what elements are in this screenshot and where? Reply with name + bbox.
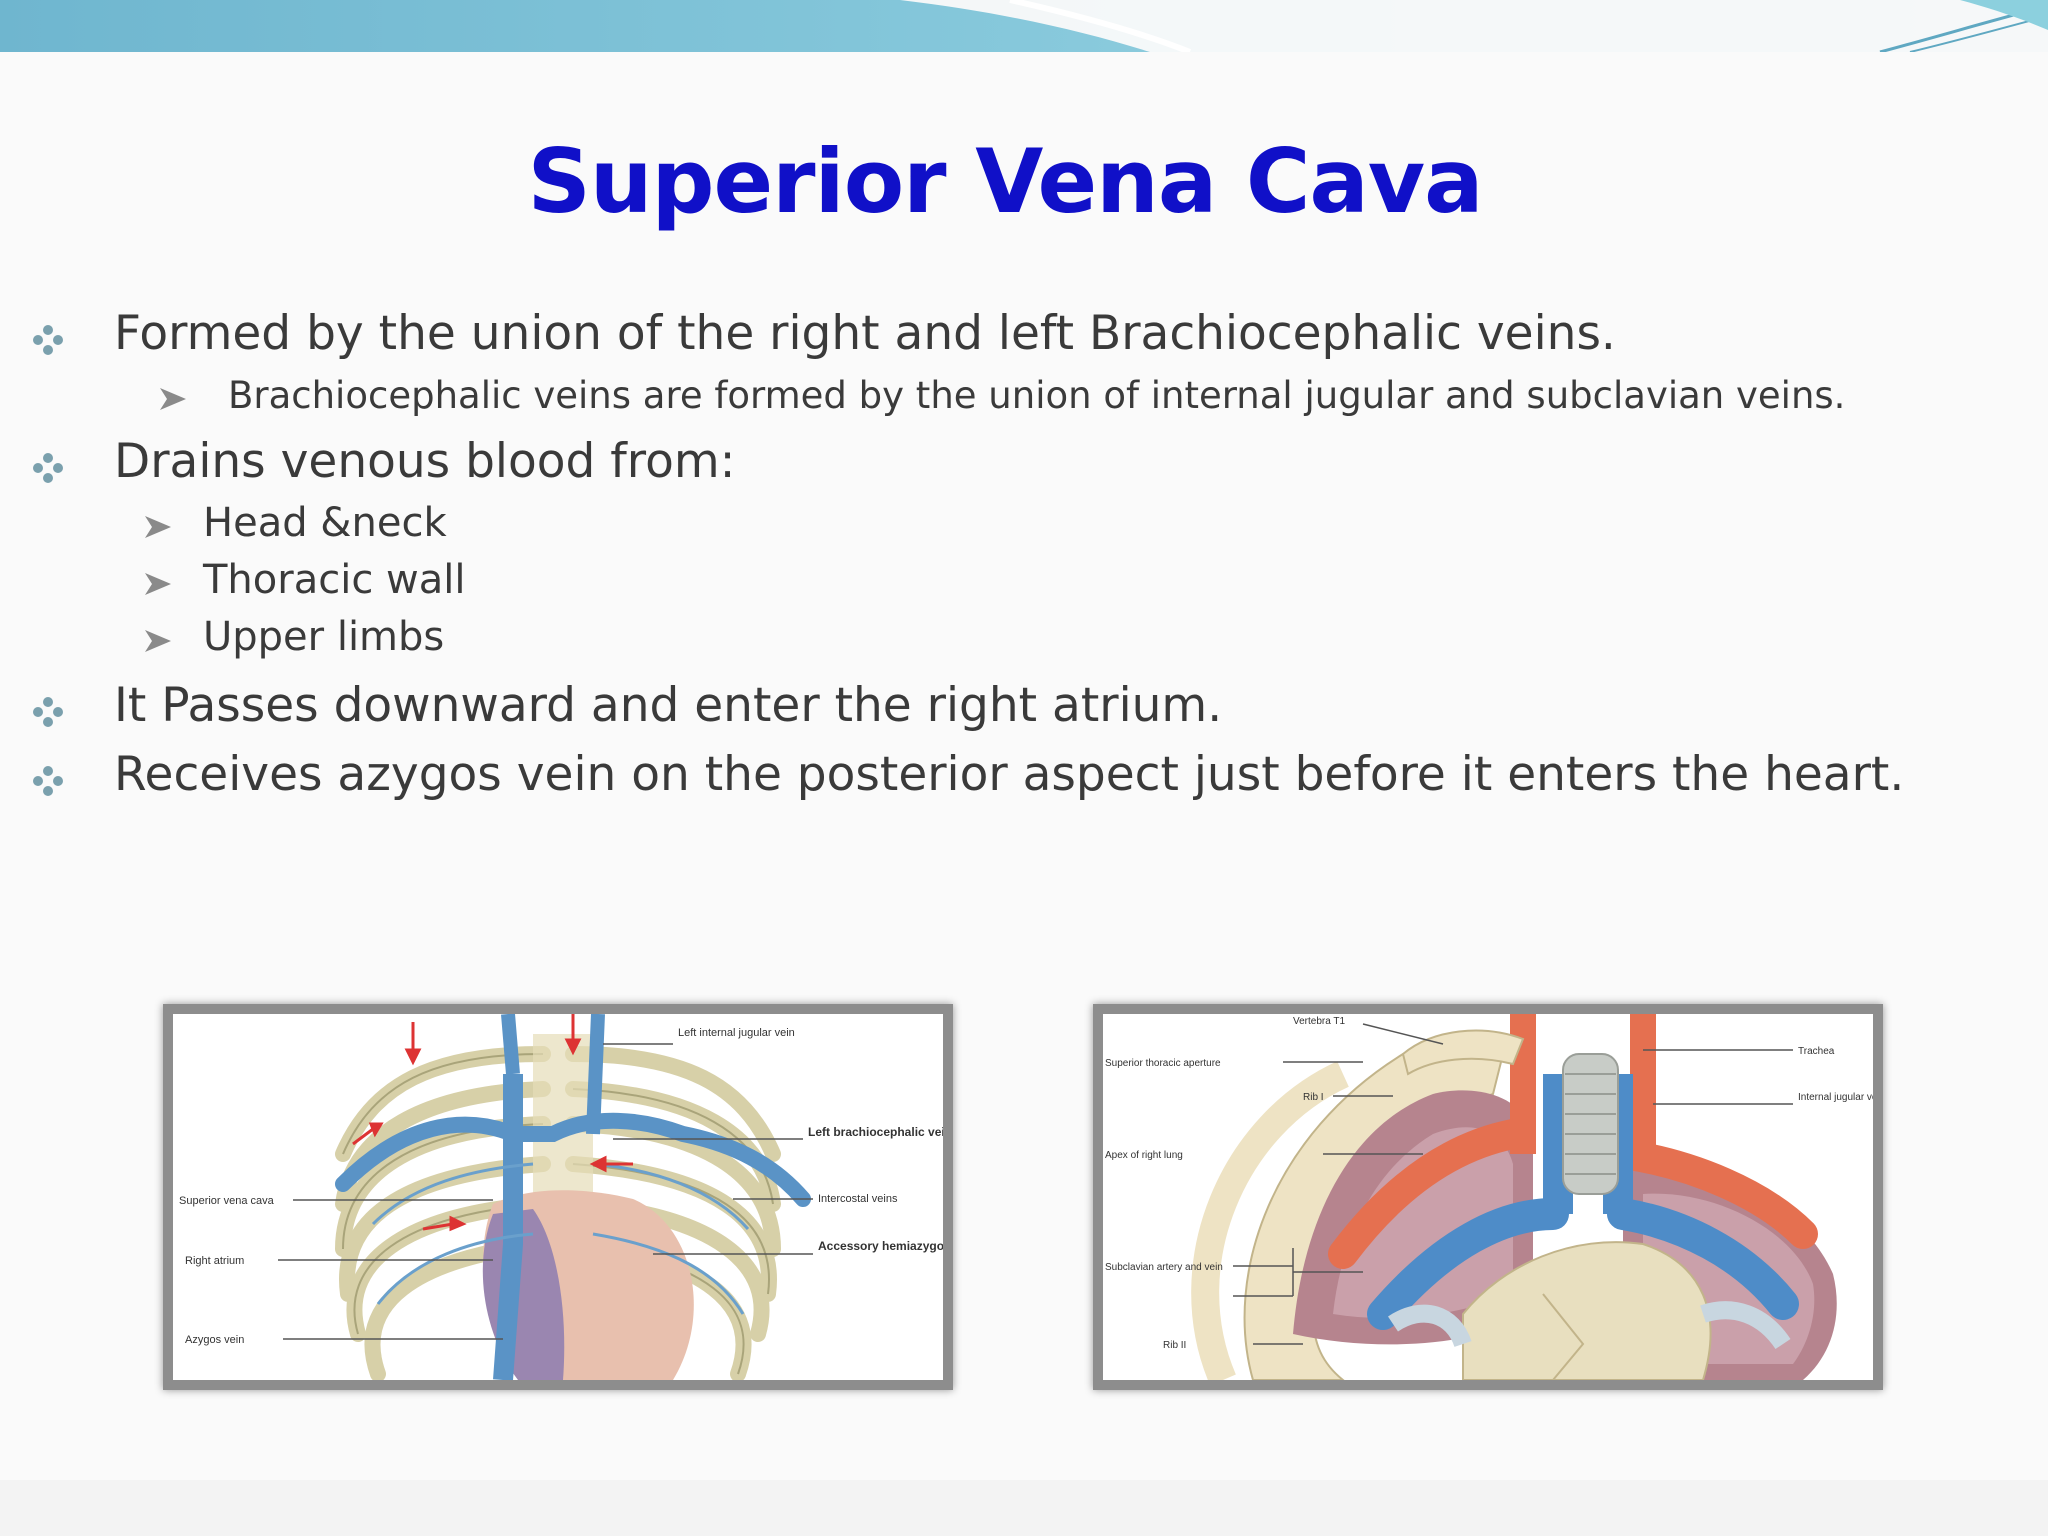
- fig2-label-subclavian: Subclavian artery and vein: [1105, 1262, 1223, 1273]
- bullet-text: Upper limbs: [203, 614, 445, 660]
- rib-ii: [1191, 1061, 1350, 1380]
- fig1-label-accessory-hemiazygos: Accessory hemiazygos vein: [818, 1239, 943, 1253]
- arrow-bullet-icon: [145, 516, 171, 538]
- fig2-label-trachea: Trachea: [1798, 1046, 1835, 1057]
- fig1-label-intercostal: Intercostal veins: [818, 1193, 898, 1205]
- bullet-text: Drains venous blood from:: [114, 434, 736, 489]
- trachea-shape: [1562, 1053, 1619, 1195]
- header-band: [0, 0, 2048, 52]
- footer-band: [0, 1480, 2048, 1536]
- fig1-label-right-atrium: Right atrium: [185, 1255, 244, 1267]
- arrow-bullet-icon: [145, 573, 171, 595]
- bullet-text: Head &neck: [203, 500, 447, 546]
- diamond-bullet-icon: [33, 766, 63, 796]
- fig2-label-internal-jugular: Internal jugular vein: [1798, 1092, 1873, 1103]
- bullet-text: Brachiocephalic veins are formed by the …: [228, 374, 1846, 417]
- fig2-label-apex-right-lung: Apex of right lung: [1105, 1150, 1183, 1161]
- subclavian-artery-right: [1328, 1119, 1528, 1269]
- fig1-label-azygos: Azygos vein: [185, 1334, 244, 1346]
- left-jugular: [586, 1014, 605, 1135]
- superior-vena-cava-shape: [493, 1074, 523, 1380]
- slide-title: Superior Vena Cava: [527, 130, 1483, 233]
- bullet-text: Formed by the union of the right and lef…: [114, 306, 1616, 361]
- arrow-bullet-icon: [160, 388, 186, 410]
- fig2-label-rib-2: Rib II: [1163, 1340, 1186, 1351]
- bullet-text: Receives azygos vein on the posterior as…: [114, 747, 1905, 802]
- fig2-label-vertebra: Vertebra T1: [1293, 1016, 1346, 1027]
- right-jugular: [501, 1014, 520, 1075]
- manubrium-shape: [1462, 1241, 1712, 1380]
- fig2-label-rib-1: Rib I: [1303, 1092, 1324, 1103]
- fig1-label-left-internal-jugular: Left internal jugular vein: [678, 1027, 795, 1039]
- diamond-bullet-icon: [33, 325, 63, 355]
- diamond-bullet-icon: [33, 697, 63, 727]
- thoracic-inlet-figure: Vertebra T1 Superior thoracic aperture R…: [1093, 1004, 1883, 1390]
- diamond-bullet-icon: [33, 453, 63, 483]
- bullet-text: Thoracic wall: [203, 557, 466, 603]
- brachiocephalic-vein-right: [1367, 1198, 1569, 1330]
- fig1-label-left-brachiocephalic: Left brachiocephalic vein: [808, 1125, 943, 1139]
- fig1-label-superior-vena-cava: Superior vena cava: [179, 1195, 275, 1207]
- bullet-text: It Passes downward and enter the right a…: [114, 678, 1223, 733]
- brachiocephalic-vein-left: [1607, 1198, 1799, 1320]
- fig2-label-superior-thoracic-aperture: Superior thoracic aperture: [1105, 1058, 1221, 1069]
- arrow-bullet-icon: [145, 630, 171, 652]
- thorax-veins-anterior-figure: Left internal jugular vein Left brachioc…: [163, 1004, 953, 1390]
